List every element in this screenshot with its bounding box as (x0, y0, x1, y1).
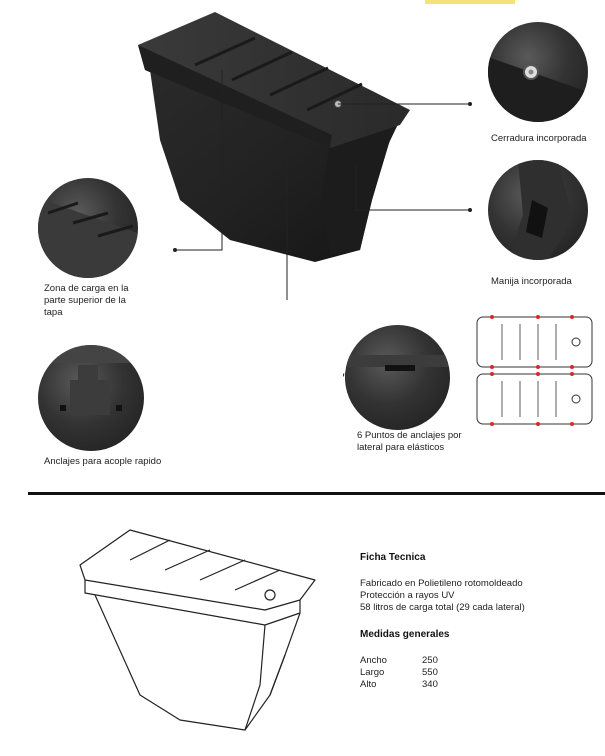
dimension-value-length: 550 (422, 667, 438, 678)
storage-box-line-drawing (79, 529, 316, 731)
storage-box-render (138, 12, 472, 300)
anchor-callout-text: 6 Puntos de anclajes por lateral para el… (357, 430, 462, 453)
top-load-callout-text: Zona de carga en la parte superior de la… (44, 283, 129, 318)
dimension-row-width: Ancho (360, 655, 387, 667)
section-divider (28, 492, 605, 495)
handle-detail-image (488, 160, 588, 260)
spec-line: Fabricado en Polietileno rotomoldeado (360, 578, 523, 589)
dimension-value-width: 250 (422, 655, 438, 666)
spec-line: 58 litros de carga total (29 cada latera… (360, 602, 525, 613)
quick-clip-detail-image (38, 345, 144, 451)
dimension-label: Largo (360, 667, 385, 678)
lid-top-detail-image (38, 178, 138, 278)
dimensions-heading: Medidas generales (360, 629, 450, 640)
spec-lines: Fabricado en Polietileno rotomoldeado Pr… (360, 578, 525, 614)
top-view-diagrams (476, 315, 593, 426)
dimension-label: Alto (360, 679, 377, 690)
dimension-label: Ancho (360, 655, 387, 666)
dimension-row-height: Alto (360, 679, 376, 691)
anchor-point-detail-image (345, 325, 450, 430)
spec-heading: Ficha Tecnica (360, 552, 426, 563)
quick-clip-callout-text: Anclajes para acople rapido (44, 456, 162, 467)
dimension-value-height: 340 (422, 679, 438, 690)
lock-detail-image (488, 22, 588, 122)
dimension-row-length: Largo (360, 667, 384, 679)
lock-callout-text: Cerradura incorporada (491, 133, 587, 144)
spec-line: Protección a rayos UV (360, 590, 455, 601)
top-edge-highlight (425, 0, 515, 4)
handle-callout-text: Manija incorporada (491, 276, 572, 287)
